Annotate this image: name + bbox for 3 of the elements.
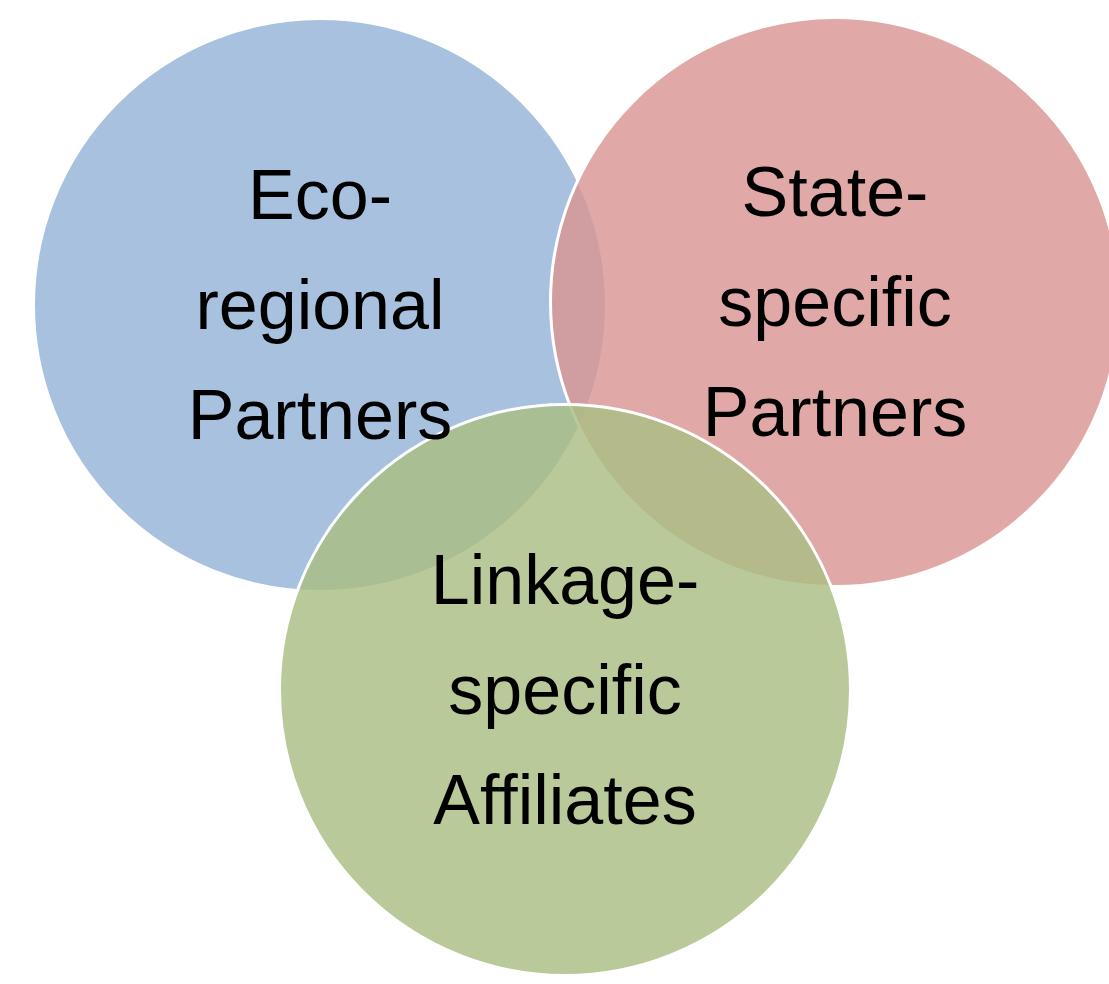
- circle-label: Linkage-specific Affiliates: [429, 540, 701, 841]
- circle-label: Eco-regional Partners: [186, 155, 454, 456]
- circle-label: State-specific Partners: [701, 152, 969, 453]
